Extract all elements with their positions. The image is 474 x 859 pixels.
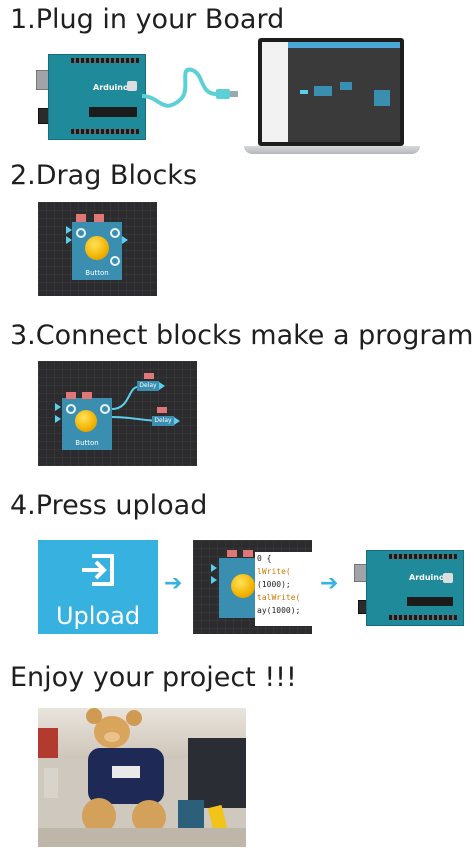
step-5-title: Enjoy your project !!! [10,662,297,693]
button-block: Button [72,222,122,280]
step-2-title: 2.Drag Blocks [10,160,198,191]
code-line: ay(1000); [257,606,301,615]
button-block: Button [62,398,112,450]
arduino-label: Arduino [409,573,445,582]
code-line: talWrite( [257,593,301,602]
code-overlay: 0 { lWrite( (1000); talWrite( ay(1000); [255,552,312,626]
connected-program-canvas: Button Delay Delay [38,361,197,466]
code-line: lWrite( [257,567,291,576]
upload-button[interactable]: Upload [38,540,158,634]
chevron-right-icon: ➔ [320,571,339,596]
step-1-title: 1.Plug in your Board [10,4,285,35]
project-photo [38,708,246,847]
step-4-title: 4.Press upload [10,490,208,521]
delay-block-1: Delay [137,381,159,391]
arduino-label: Arduino [93,83,129,92]
code-line: 0 { [257,554,272,563]
delay-block-2: Delay [152,416,174,426]
arduino-board-illustration: Arduino [36,48,146,140]
uploading-code-canvas: 0 { lWrite( (1000); talWrite( ay(1000); [193,540,312,634]
sign-in-arrow-icon [82,554,114,586]
delay-label: Delay [154,417,172,424]
drag-blocks-canvas: Button [38,202,157,296]
chevron-right-icon: ➔ [164,571,183,596]
usb-cable [141,67,238,108]
step-3-title: 3.Connect blocks make a program [10,320,474,351]
upload-label: Upload [55,602,141,630]
delay-label: Delay [139,382,157,389]
arduino-board-small: Arduino [354,548,464,626]
code-line: (1000); [257,580,291,589]
button-block-label: Button [75,439,99,447]
button-block-label: Button [85,269,109,277]
